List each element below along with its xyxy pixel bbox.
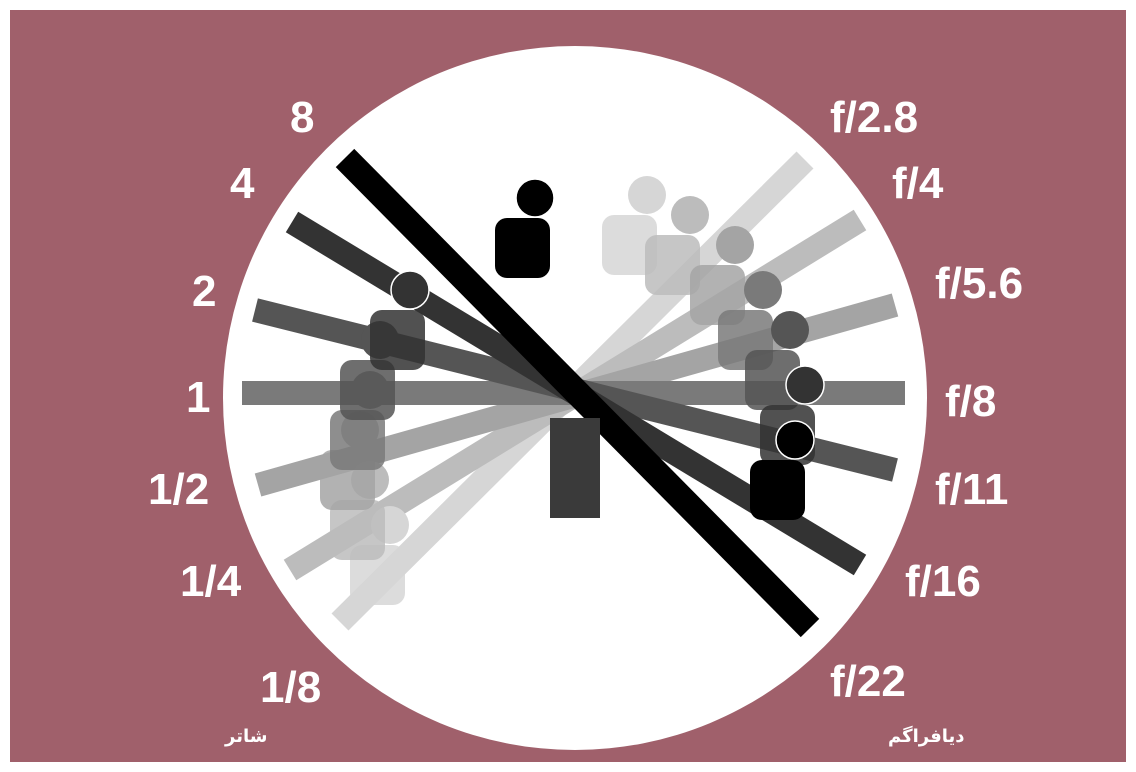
person-body	[495, 218, 550, 278]
person-head	[716, 226, 754, 264]
aperture-value-f2-8: f/2.8	[830, 96, 918, 140]
aperture-value-f22: f/22	[830, 660, 906, 704]
person-head	[744, 271, 782, 309]
shutter-caption: شاتر	[225, 728, 267, 746]
person-head	[391, 271, 429, 309]
shutter-value-2: 2	[192, 270, 216, 314]
aperture-value-f4: f/4	[892, 162, 943, 206]
aperture-value-f11: f/11	[935, 468, 1008, 512]
seesaw-fulcrum	[550, 418, 600, 518]
person-body	[370, 310, 425, 370]
shutter-value-1-4: 1/4	[180, 560, 241, 604]
aperture-value-f5-6: f/5.6	[935, 262, 1023, 306]
person-head	[771, 311, 809, 349]
shutter-value-1: 1	[186, 376, 210, 420]
shutter-value-8: 8	[290, 96, 314, 140]
person-head	[628, 176, 666, 214]
person-head	[786, 366, 824, 404]
aperture-caption: دیافراگم	[888, 728, 965, 746]
person-head	[516, 179, 554, 217]
aperture-value-f8: f/8	[945, 380, 996, 424]
shutter-value-4: 4	[230, 162, 254, 206]
person-head	[776, 421, 814, 459]
person-head	[671, 196, 709, 234]
person-body	[750, 460, 805, 520]
shutter-value-1-2: 1/2	[148, 468, 209, 512]
aperture-value-f16: f/16	[905, 560, 981, 604]
shutter-value-1-8: 1/8	[260, 666, 321, 710]
